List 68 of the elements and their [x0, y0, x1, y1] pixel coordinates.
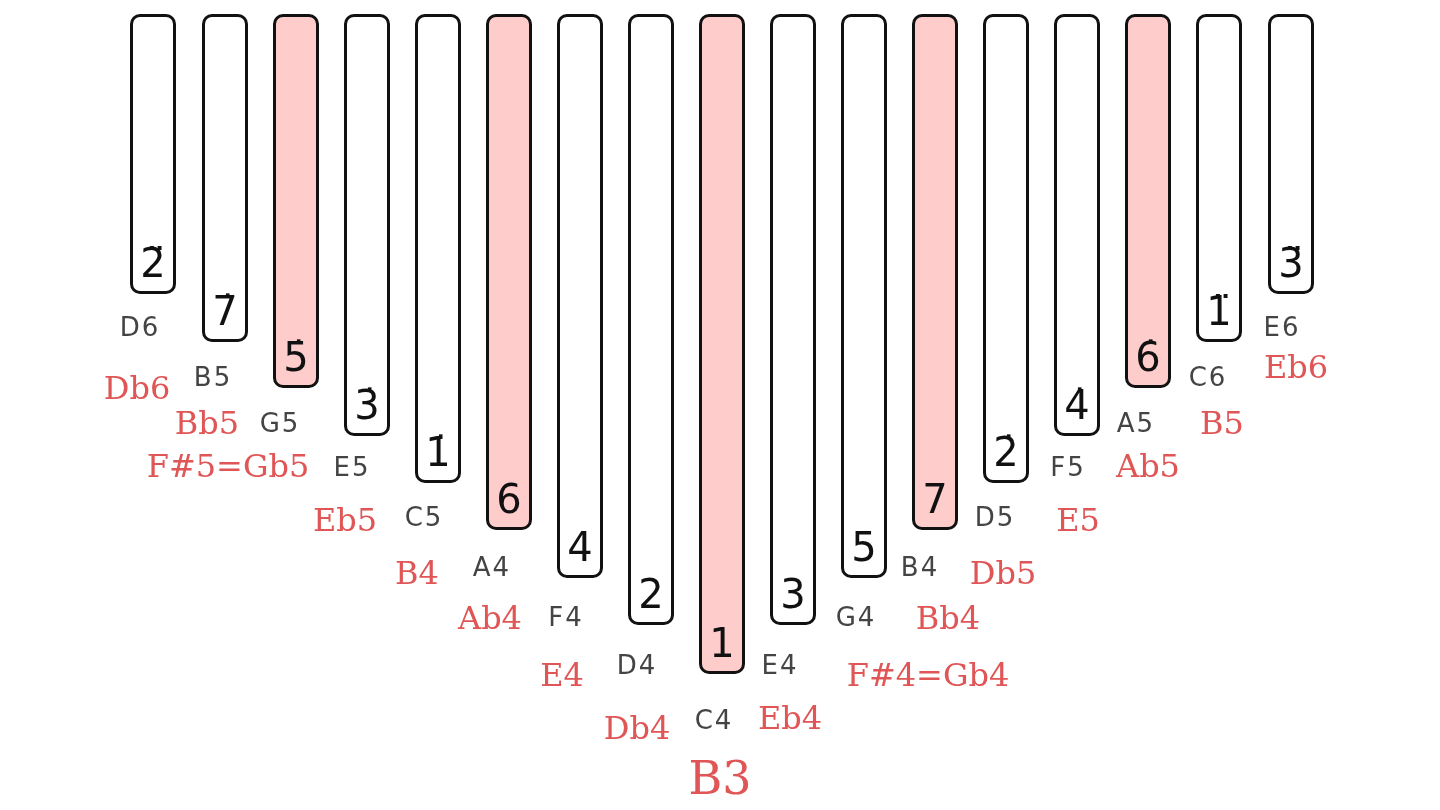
kalimba-tine	[912, 14, 958, 530]
alternate-note-name: B5	[1200, 404, 1244, 442]
note-name: B4	[900, 552, 940, 582]
alternate-note-name: F#4=Gb4	[846, 656, 1010, 694]
alternate-note-name: E5	[1056, 501, 1100, 539]
jianpu-note: 1̈	[1205, 287, 1233, 335]
jianpu-note: 5̇	[282, 333, 310, 381]
note-name: E5	[333, 452, 371, 482]
jianpu-note: 2	[637, 570, 665, 618]
kalimba-tine	[841, 14, 887, 578]
jianpu-note: 2̈	[139, 239, 167, 287]
note-name: D6	[119, 312, 161, 342]
jianpu-note: 1̇	[424, 428, 452, 476]
alternate-note-name: Ab4	[458, 599, 522, 637]
note-name: C6	[1188, 362, 1228, 392]
jianpu-note: 4̇	[1063, 381, 1091, 429]
alternate-note-name: Eb5	[312, 501, 378, 539]
note-name: D5	[974, 502, 1016, 532]
jianpu-note: 7̇	[211, 287, 239, 335]
jianpu-note: 3̈	[1277, 239, 1305, 287]
note-name: F4	[548, 602, 584, 632]
note-name: E6	[1263, 312, 1301, 342]
jianpu-note: 1	[708, 619, 736, 667]
note-name: C5	[404, 502, 444, 532]
alternate-note-name: Db5	[969, 554, 1037, 592]
alternate-note-name: B4	[395, 554, 439, 592]
alternate-note-name: Bb4	[915, 599, 981, 637]
jianpu-note: 3̇	[353, 381, 381, 429]
note-name: G5	[259, 408, 301, 438]
jianpu-note: 6̇	[1134, 333, 1162, 381]
alternate-note-name: Ab5	[1116, 447, 1180, 485]
jianpu-note: 7	[921, 475, 949, 523]
note-name: D4	[616, 650, 658, 680]
alternate-note-name: F#5=Gb5	[146, 447, 310, 485]
jianpu-note: 3	[779, 570, 807, 618]
alternate-note-name: B3	[688, 751, 752, 805]
note-name: G4	[835, 602, 877, 632]
kalimba-tine	[130, 14, 176, 294]
note-name: F5	[1050, 452, 1086, 482]
note-name: B5	[193, 362, 233, 392]
kalimba-tine	[770, 14, 816, 625]
note-name: E4	[761, 650, 799, 680]
jianpu-note: 6	[495, 475, 523, 523]
kalimba-tine	[415, 14, 461, 483]
alternate-note-name: Eb4	[757, 699, 823, 737]
alternate-note-name: Db6	[103, 369, 171, 407]
kalimba-tine	[202, 14, 248, 342]
alternate-note-name: Eb6	[1263, 348, 1329, 386]
kalimba-tine	[983, 14, 1029, 483]
kalimba-tine	[344, 14, 390, 436]
note-name: A4	[472, 552, 512, 582]
kalimba-tine	[699, 14, 745, 674]
kalimba-tine	[1268, 14, 1314, 294]
kalimba-tine	[1125, 14, 1171, 388]
jianpu-note: 2̇	[992, 428, 1020, 476]
kalimba-tine	[557, 14, 603, 578]
kalimba-tine	[1196, 14, 1242, 342]
alternate-note-name: Db4	[603, 709, 671, 747]
jianpu-note: 4	[566, 523, 594, 571]
kalimba-tine	[628, 14, 674, 625]
alternate-note-name: Bb5	[174, 404, 240, 442]
kalimba-tine	[486, 14, 532, 530]
kalimba-tine	[1054, 14, 1100, 436]
kalimba-tine	[273, 14, 319, 388]
jianpu-note: 5	[850, 523, 878, 571]
alternate-note-name: E4	[540, 656, 584, 694]
note-name: C4	[694, 705, 734, 735]
note-name: A5	[1116, 408, 1156, 438]
